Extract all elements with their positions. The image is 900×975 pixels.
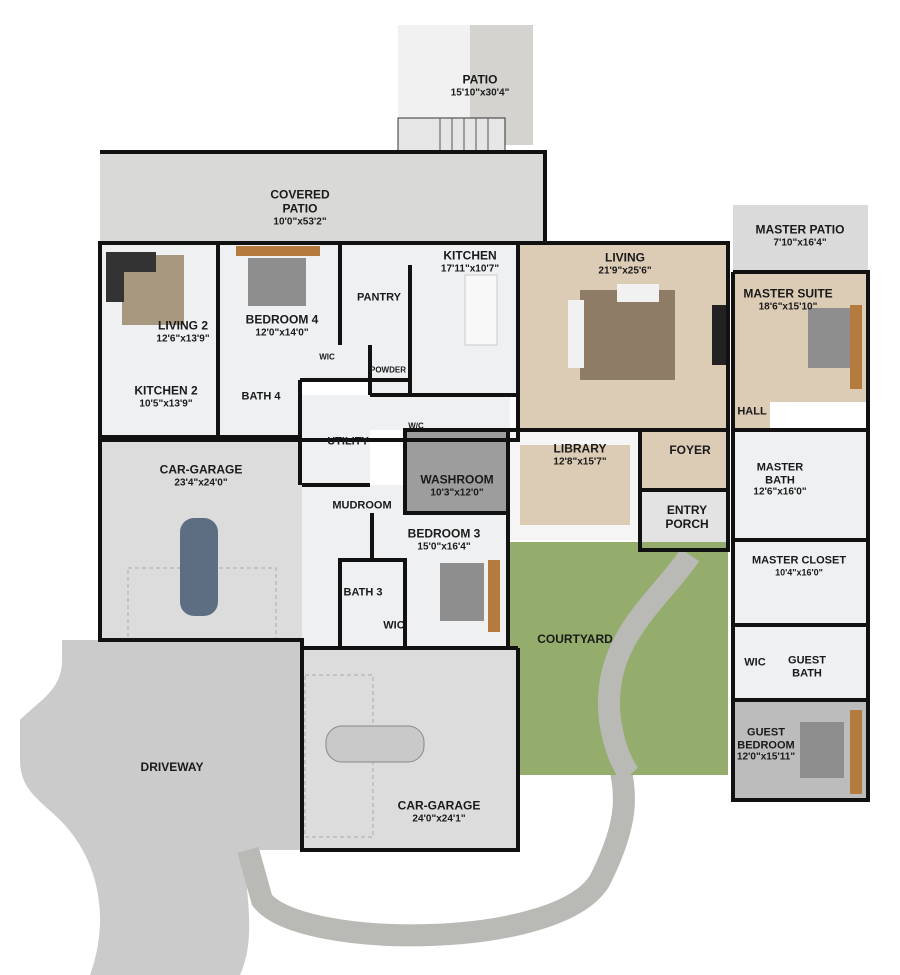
hall-area xyxy=(733,372,770,430)
powder-area xyxy=(370,345,410,395)
master-bath-area xyxy=(733,430,868,540)
bath4-area xyxy=(220,380,300,437)
wic-area xyxy=(300,345,370,380)
room-label-courtyard: COURTYARD xyxy=(537,632,613,647)
washroom-area xyxy=(405,430,508,513)
driveway-area xyxy=(20,640,302,975)
room-label-hall: HALL xyxy=(737,405,767,418)
bath3-area xyxy=(340,560,405,648)
hallway-area xyxy=(370,395,510,430)
room-label-wic: WIC xyxy=(319,352,335,362)
room-label-powder: POWDER xyxy=(370,365,406,375)
room-label-pantry: PANTRY xyxy=(357,291,401,304)
room-label-driveway: DRIVEWAY xyxy=(140,760,204,775)
car-1 xyxy=(180,518,218,616)
pantry-area xyxy=(340,243,410,345)
foyer-area xyxy=(640,430,728,490)
room-label-bath3: BATH 3 xyxy=(343,586,383,599)
entry-porch-area xyxy=(640,490,728,550)
car-2 xyxy=(325,725,425,763)
room-label-wic-bedroom3: WIC xyxy=(383,619,405,632)
guest-bath-area xyxy=(733,625,868,700)
room-label-foyer: FOYER xyxy=(669,443,711,458)
master-closet-area xyxy=(733,540,868,625)
room-label-wic-guest: WIC xyxy=(744,656,766,669)
room-label-mudroom: MUDROOM xyxy=(332,499,392,512)
kitchen-area xyxy=(410,243,518,395)
room-label-utility: UTILITY xyxy=(327,435,369,448)
room-label-bath4: BATH 4 xyxy=(241,390,281,403)
master-patio-area xyxy=(733,205,868,272)
room-label-wc: W/C xyxy=(408,421,424,431)
covered-patio-area xyxy=(100,152,545,243)
walls xyxy=(98,150,870,852)
kitchen2-area xyxy=(100,380,218,437)
